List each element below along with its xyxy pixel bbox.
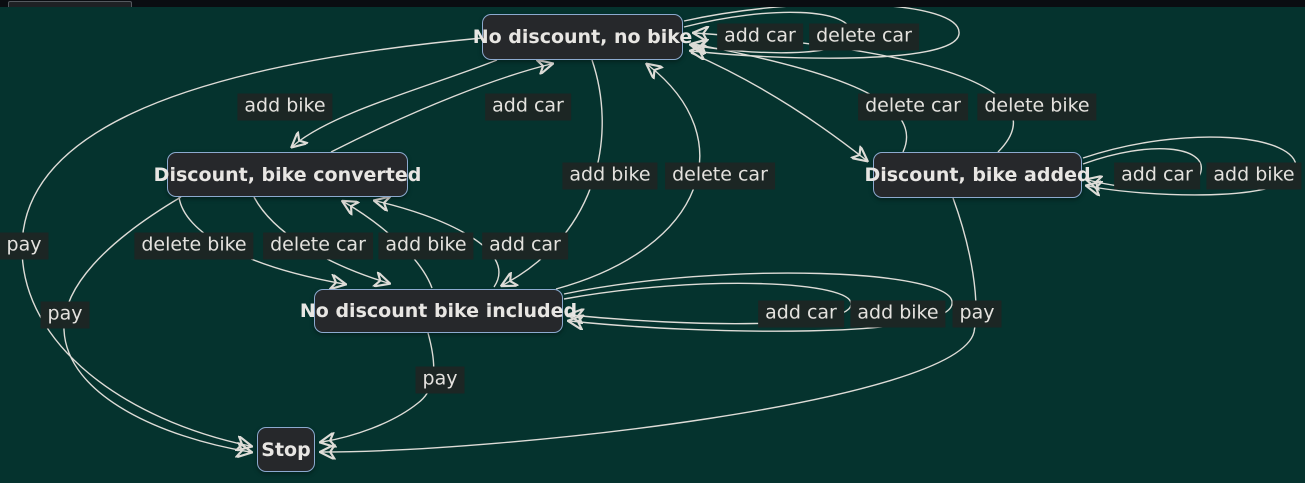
- state-node-no-discount-bike-included[interactable]: No discount bike included: [300, 289, 577, 333]
- edge-ndnb-to-stop-pay: [21, 37, 483, 446]
- edge-ndnb-to-dbc-add-bike: [293, 59, 498, 146]
- window-top-bar: [0, 0, 1305, 7]
- edge-label: add bike: [562, 162, 658, 190]
- edge-label: delete car: [263, 232, 373, 260]
- edge-label: delete car: [858, 93, 968, 121]
- edge-label: pay: [0, 232, 49, 260]
- edge-label: add car: [717, 23, 803, 51]
- state-node-stop[interactable]: Stop: [257, 427, 315, 472]
- edge-label: add bike: [1206, 162, 1302, 190]
- edge-label: add car: [482, 232, 568, 260]
- state-node-discount-bike-converted[interactable]: Discount, bike converted: [154, 152, 421, 197]
- edge-dbc-to-ndnb-add-car: [330, 64, 551, 153]
- edge-label: pay: [415, 366, 465, 394]
- edge-label: add car: [1114, 162, 1200, 190]
- edge-label: add car: [485, 93, 571, 121]
- edge-label: pay: [952, 300, 1002, 328]
- edge-label: add bike: [378, 232, 474, 260]
- edge-label: delete car: [809, 23, 919, 51]
- scrollbar-tab-segment[interactable]: [8, 1, 132, 7]
- edge-dbc-to-stop-pay: [63, 196, 250, 452]
- edge-ndbi-to-stop-pay: [322, 332, 435, 442]
- edge-label: delete car: [665, 162, 775, 190]
- edge-dba-to-stop-pay: [322, 197, 977, 452]
- edge-label: add bike: [850, 300, 946, 328]
- edge-label: delete bike: [977, 93, 1097, 121]
- state-node-no-discount-no-bike[interactable]: No discount, no bike: [473, 14, 692, 60]
- edge-dba-to-ndnb-delete-car: [694, 44, 908, 153]
- edge-ndbi-self-loop-add-bike: [563, 272, 953, 332]
- edge-label: pay: [40, 301, 90, 329]
- edge-label: add bike: [237, 93, 333, 121]
- state-node-discount-bike-added[interactable]: Discount, bike added: [864, 152, 1091, 198]
- edge-label: add car: [758, 300, 844, 328]
- edge-ndnb-to-dba: [690, 52, 866, 160]
- edge-label: delete bike: [134, 232, 254, 260]
